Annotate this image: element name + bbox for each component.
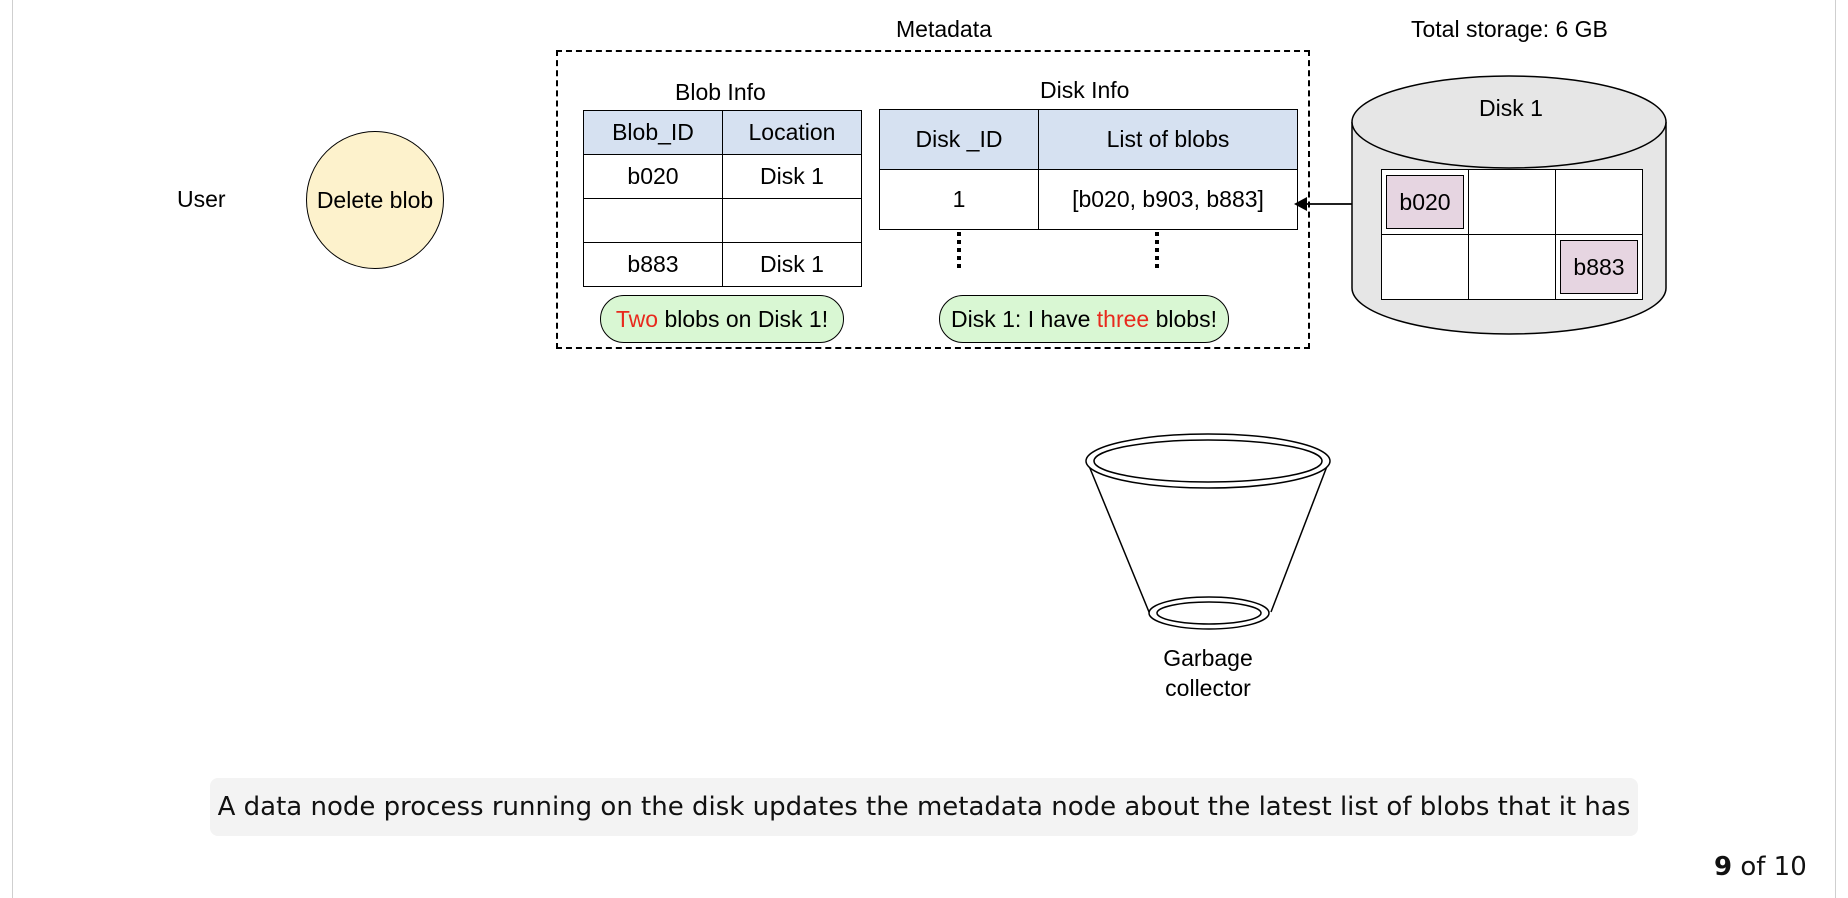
blob-info-note: Two blobs on Disk 1! bbox=[600, 295, 844, 343]
blob-count-highlight: Two bbox=[615, 305, 659, 332]
slide-frame bbox=[12, 0, 1836, 898]
location-header: Location bbox=[722, 110, 862, 155]
garbage-collector-label-line2: collector bbox=[1165, 675, 1251, 701]
disk-info-note-text-end: blobs! bbox=[1149, 305, 1217, 332]
slide-pager: 9 of 10 bbox=[1714, 852, 1807, 882]
blob-info-title: Blob Info bbox=[675, 79, 766, 105]
table-row: b020 Disk 1 bbox=[583, 154, 862, 199]
disk-slot bbox=[1381, 234, 1469, 300]
list-of-blobs-header: List of blobs bbox=[1038, 109, 1298, 170]
location-cell: Disk 1 bbox=[722, 154, 862, 199]
disk-slot: b020 bbox=[1381, 169, 1469, 235]
slide-caption: A data node process running on the disk … bbox=[210, 778, 1638, 836]
blob-info-note-text: blobs on Disk 1! bbox=[658, 305, 829, 332]
disk-id-cell: 1 bbox=[879, 169, 1039, 230]
blob-info-table: Blob_ID Location b020 Disk 1 b883 Disk 1 bbox=[583, 110, 862, 287]
garbage-collector-label-line1: Garbage bbox=[1163, 645, 1253, 671]
garbage-collector-label: Garbage collector bbox=[1140, 643, 1276, 703]
disk-slot: b883 bbox=[1555, 234, 1643, 300]
metadata-container bbox=[556, 50, 1310, 349]
blob-id-cell: b020 bbox=[583, 154, 723, 199]
location-cell: Disk 1 bbox=[722, 242, 862, 287]
slide-total: of 10 bbox=[1732, 852, 1807, 882]
blob-block: b020 bbox=[1386, 175, 1464, 229]
blob-block: b883 bbox=[1560, 240, 1638, 294]
disk-name: Disk 1 bbox=[1479, 95, 1543, 121]
disk-info-table: Disk _ID List of blobs 1 [b020, b903, b8… bbox=[879, 109, 1298, 230]
delete-blob-node: Delete blob bbox=[306, 131, 444, 269]
blob-list-cell: [b020, b903, b883] bbox=[1038, 169, 1298, 230]
table-row: b883 Disk 1 bbox=[583, 242, 862, 287]
blob-id-cell: b883 bbox=[583, 242, 723, 287]
disk-slot bbox=[1468, 234, 1556, 300]
garbage-bin-icon bbox=[1085, 433, 1331, 630]
update-arrow bbox=[1294, 197, 1360, 211]
disk-info-title: Disk Info bbox=[1040, 77, 1130, 103]
table-row: 1 [b020, b903, b883] bbox=[879, 169, 1298, 230]
disk-slot bbox=[1555, 169, 1643, 235]
blob-id-cell bbox=[583, 198, 723, 243]
current-slide-number: 9 bbox=[1714, 852, 1733, 882]
table-row bbox=[583, 198, 862, 243]
disk-info-note-text: Disk 1: I have bbox=[951, 305, 1097, 332]
metadata-title: Metadata bbox=[896, 16, 992, 42]
blob-count-highlight: three bbox=[1096, 305, 1150, 332]
location-cell bbox=[722, 198, 862, 243]
continuation-dots bbox=[957, 232, 961, 270]
disk-info-note: Disk 1: I have three blobs! bbox=[939, 295, 1229, 343]
disk-slots-grid: b020 b883 bbox=[1381, 169, 1643, 300]
continuation-dots bbox=[1155, 232, 1159, 270]
total-storage-label: Total storage: 6 GB bbox=[1411, 16, 1608, 42]
disk-slot bbox=[1468, 169, 1556, 235]
user-label: User bbox=[177, 186, 226, 212]
blob-id-header: Blob_ID bbox=[583, 110, 723, 155]
disk-id-header: Disk _ID bbox=[879, 109, 1039, 170]
